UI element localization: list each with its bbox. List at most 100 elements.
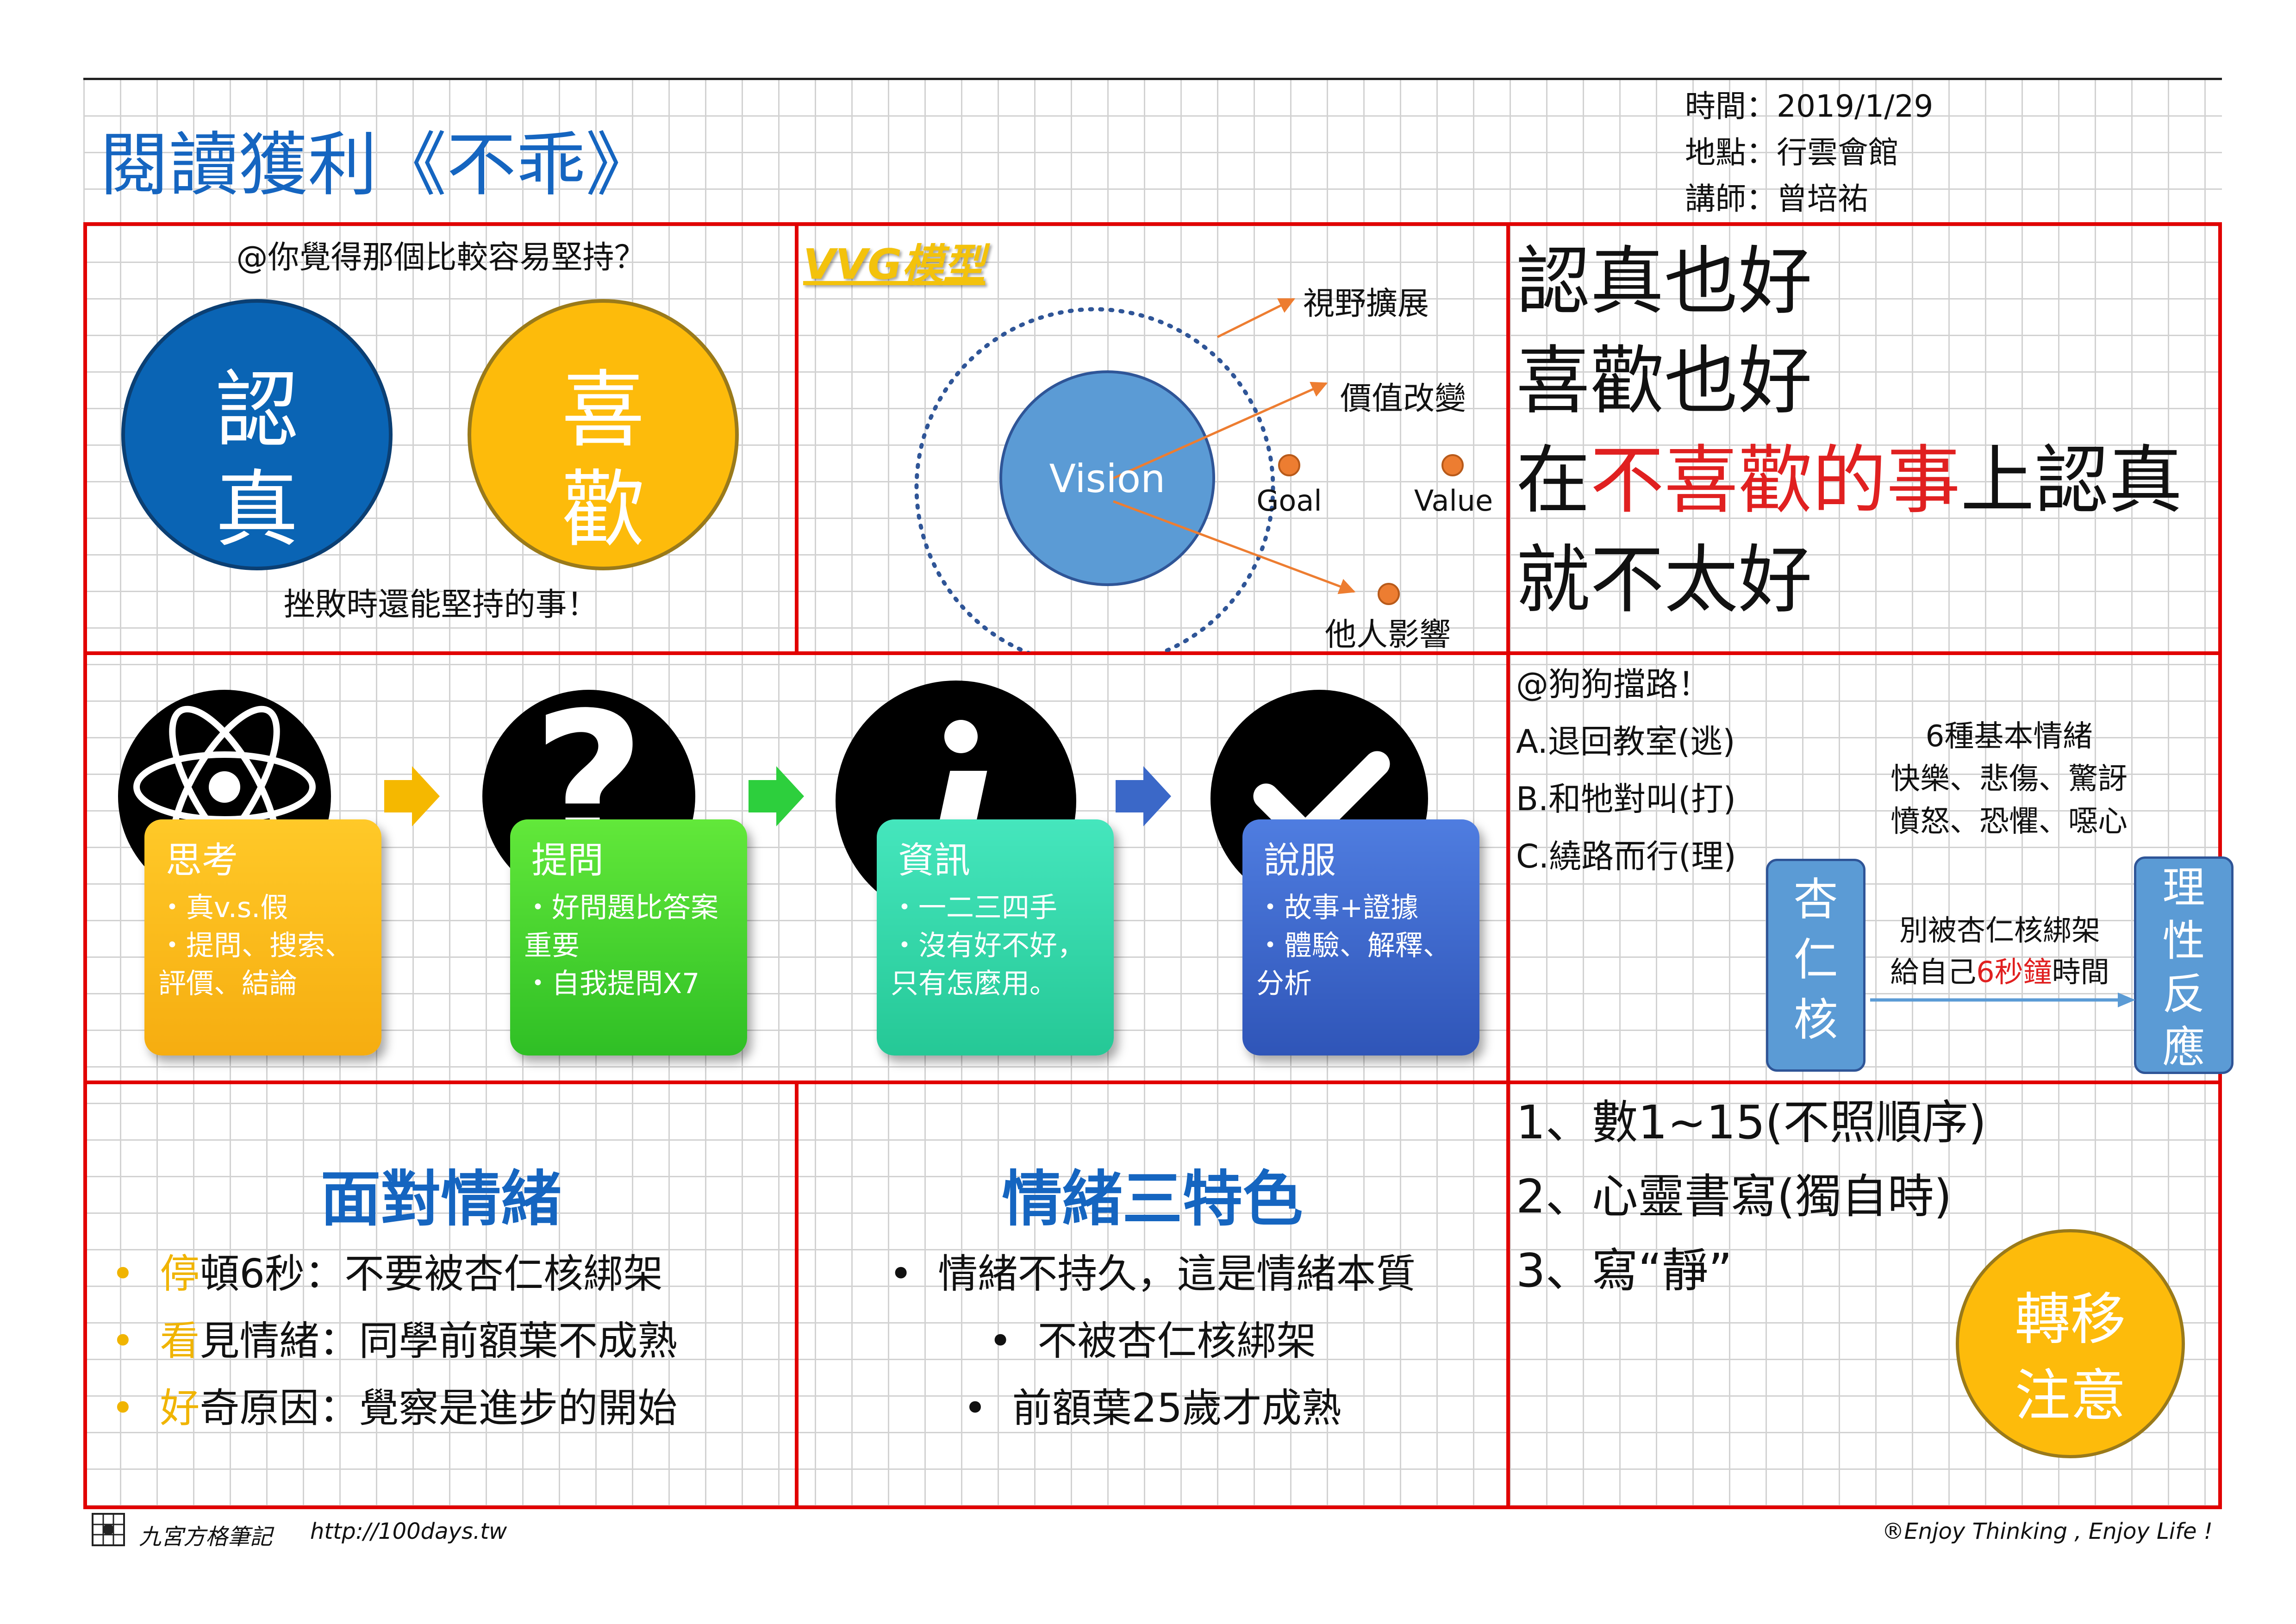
arrow-to-others-influence [1113,500,1356,594]
goal-dot [1278,454,1300,476]
amygdala-box: 杏 仁 核 [1766,859,1866,1072]
rational-char: 反 [2162,969,2205,1019]
arrow-icon-2 [749,766,804,826]
arrow-to-value-change [1112,381,1328,480]
vision-expand-label: 視野擴展 [1303,286,1429,322]
option-c: C.繞路而行(理) [1516,837,1736,875]
list-item: 2、心靈書寫(獨自時) [1516,1169,1952,1224]
rational-char: 應 [2162,1023,2205,1072]
cell3-line3: 在不喜歡的事上認真 [1516,431,2183,530]
influence-dot [1378,583,1400,605]
list-item: • 好奇原因：覺察是進步的開始 [111,1385,678,1431]
cell3-line2: 喜歡也好 [1516,337,1813,424]
cell1-question: @你覺得那個比較容易堅持？ [236,239,646,276]
emotions-row1: 快樂、悲傷、驚訝 [1890,762,2128,796]
serious-char-bottom: 真 [215,462,299,558]
footer-url[interactable]: http://100days.tw [310,1518,507,1544]
cell6-heading: @狗狗擋路！ [1516,665,1710,703]
value-label: Value [1414,484,1493,518]
process-title: 資訊 [898,840,971,881]
cell8-list: • 情緒不持久，這是情緒本質 • 不被杏仁核綁架 • 前額葉25歲才成熟 [795,1241,1510,1442]
rational-char: 性 [2162,916,2205,966]
process-item: 真v.s.假 [158,889,376,927]
process-item: 故事+證據 [1256,889,1474,927]
vvg-diagram [914,298,1464,652]
vision-circle [999,370,1215,586]
process-item: 一二三四手 [891,889,1108,927]
process-item: 提問、搜索、評價、結論 [158,927,376,1003]
cell6-options: A.退回教室(逃) B.和牠對叫(打) C.繞路而行(理) [1516,713,1736,885]
cell3-text: 認真也好 喜歡也好 在不喜歡的事上認真 就不太好 [1516,231,2183,630]
cell3-line4: 就不太好 [1516,537,1813,623]
vvg-heading: VVG模型 [803,240,986,289]
amygdala-char: 杏 [1793,874,1838,925]
serious-circle: 認 真 [121,299,393,570]
cell7-list: • 停頓6秒：不要被杏仁核綁架 • 看見情緒：同學前額葉不成熟 • 好奇原因：覺… [111,1241,677,1442]
footer-slogan: ®Enjoy Thinking , Enjoy Life ! [1882,1518,2213,1544]
process-item: 體驗、解釋、分析 [1256,927,1474,1003]
serious-char-top: 認 [215,362,299,459]
cell3-line3-c: 上認真 [1960,437,2183,524]
process-box-ask: 提問 好問題比答案重要 自我提問X7 [510,819,747,1056]
value-dot [1441,454,1464,476]
arrow-to-vision-expand [1217,298,1296,338]
shift-attention-bottom: 注意 [2015,1364,2126,1428]
process-items: 好問題比答案重要 自我提問X7 [524,889,742,1003]
brand-logo [92,1513,125,1546]
like-circle: 喜 歡 [468,299,739,570]
process-title: 說服 [1264,840,1336,881]
meta-teacher: 講師：曾培祐 [1685,181,1868,217]
cell3-line1: 認真也好 [1516,238,1813,325]
process-box-think: 思考 真v.s.假 提問、搜索、評價、結論 [144,819,381,1056]
arrow-icon-3 [1116,766,1171,826]
arrow-caption-line1: 別被杏仁核綁架 [1899,913,2100,947]
amygdala-to-rational-arrow [1870,993,2135,1007]
list-item: • 情緒不持久，這是情緒本質 [889,1251,1416,1297]
cell9-list: 1、數1~15(不照順序) 2、心靈書寫(獨自時) 3、寫“靜” [1516,1086,1986,1308]
cell-9 [1506,1081,2222,1509]
cell7-heading: 面對情緒 [320,1164,562,1234]
amygdala-char: 核 [1793,994,1838,1046]
list-item: • 不被杏仁核綁架 [988,1318,1316,1364]
arrow-icon-1 [384,766,440,826]
process-item: 好問題比答案重要 [524,889,742,965]
shift-attention-circle: 轉移 注意 [1956,1229,2185,1458]
emotions-block: 6種基本情緒 快樂、悲傷、驚訝 憤怒、恐懼、噁心 [1847,715,2171,843]
list-item: 3、寫“靜” [1516,1243,1733,1298]
process-items: 真v.s.假 提問、搜索、評價、結論 [158,889,376,1003]
six-seconds: 6秒鐘 [1976,955,2052,989]
cell3-line3-a: 在 [1516,437,1591,524]
cell3-line3-highlight: 不喜歡的事 [1590,437,1961,524]
list-item: • 停頓6秒：不要被杏仁核綁架 [111,1251,663,1297]
arrow-caption: 別被杏仁核綁架 給自己6秒鐘時間 [1866,910,2134,993]
process-title: 提問 [531,840,604,881]
option-b: B.和牠對叫(打) [1516,780,1736,818]
amygdala-char: 仁 [1793,934,1838,986]
like-char-top: 喜 [561,362,645,459]
option-a: A.退回教室(逃) [1516,723,1735,761]
page-title: 閱讀獲利《不乖》 [100,125,655,206]
meta-block: 時間：2019/1/29 地點：行雲會館 講師：曾培祐 [1685,83,1933,222]
list-item: 1、數1~15(不照順序) [1516,1095,1987,1149]
outer-dotted-circle [914,307,1275,652]
arrow-caption-line2: 給自己6秒鐘時間 [1890,955,2109,989]
process-items: 故事+證據 體驗、解釋、分析 [1256,889,1474,1003]
list-item: • 看見情緒：同學前額葉不成熟 [111,1318,678,1364]
header-rule [83,78,2222,80]
cell1-answer: 挫敗時還能堅持的事！ [283,587,599,623]
process-box-persuade: 說服 故事+證據 體驗、解釋、分析 [1242,819,1479,1056]
value-change-label: 價值改變 [1340,381,1466,417]
cell8-heading: 情緒三特色 [1002,1164,1303,1234]
rational-box: 理 性 反 應 [2134,856,2234,1074]
meta-place: 地點：行雲會館 [1685,135,1899,170]
emotions-row2: 憤怒、恐懼、噁心 [1890,805,2128,839]
list-item: • 前額葉25歲才成熟 [963,1385,1341,1431]
vision-label: Vision [1049,456,1166,501]
rational-char: 理 [2162,863,2205,912]
meta-time: 時間：2019/1/29 [1685,88,1934,124]
process-box-info: 資訊 一二三四手 沒有好不好，只有怎麼用。 [877,819,1114,1056]
others-influence-label: 他人影響 [1325,617,1451,653]
process-item: 自我提問X7 [524,965,742,1003]
shift-attention-top: 轉移 [2015,1287,2126,1352]
process-items: 一二三四手 沒有好不好，只有怎麼用。 [891,889,1108,1003]
